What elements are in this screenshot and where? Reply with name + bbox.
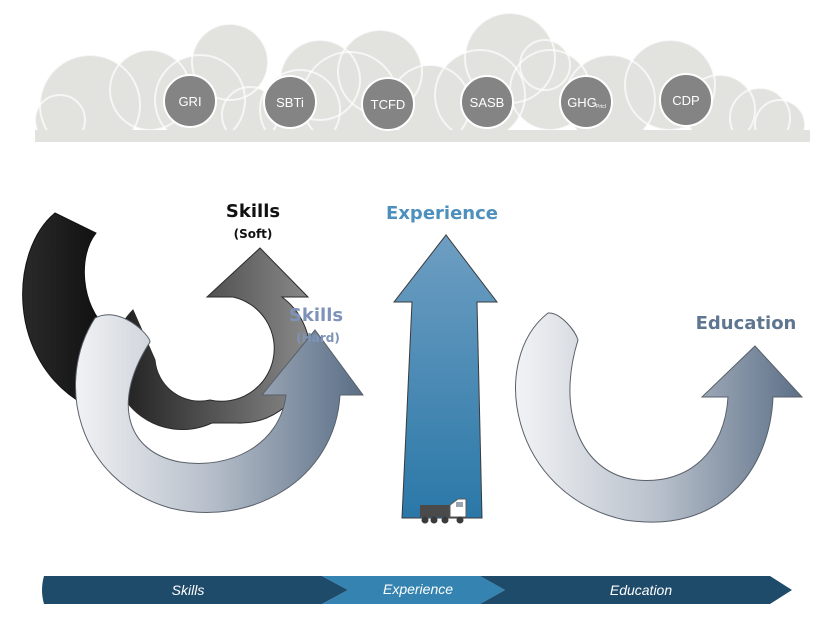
skills-soft-arrow xyxy=(111,247,311,430)
truck-icon xyxy=(420,498,467,524)
skills-hard-arrow xyxy=(75,314,364,513)
timeline-bar xyxy=(42,576,792,604)
cloud-outline xyxy=(191,23,269,101)
cloud-mask xyxy=(0,142,831,202)
timeline-segment-experience xyxy=(322,576,505,604)
education-title: Education xyxy=(695,313,797,334)
framework-badge-cdp: CDP xyxy=(659,73,713,127)
badge-circle xyxy=(659,73,713,127)
framework-badge-sbti: SBTi xyxy=(263,75,317,129)
badge-label: CDP xyxy=(672,93,699,108)
skills-hard-title: Skills xyxy=(288,305,344,326)
timeline-label-education: Education xyxy=(609,582,673,598)
badge-circle xyxy=(460,75,514,129)
framework-badge-gri: GRI xyxy=(163,74,217,128)
cloud-puff xyxy=(520,40,570,90)
framework-badge-tcfd: TCFD xyxy=(361,77,415,131)
timeline-segment-skills xyxy=(42,576,348,604)
cloud-base xyxy=(35,130,810,142)
skills-soft-subtitle: (Soft) xyxy=(233,227,273,241)
badge-label: SASB xyxy=(470,95,505,110)
badge-circle xyxy=(361,77,415,131)
badge-circle xyxy=(559,75,613,129)
framework-badge-sasb: SASB xyxy=(460,75,514,129)
cloud-outline xyxy=(519,39,571,91)
timeline-label-skills: Skills xyxy=(171,582,205,598)
badge-label: TCFD xyxy=(371,97,406,112)
skills-hard-subtitle: (Hard) xyxy=(296,331,340,345)
timeline-segment-education xyxy=(480,576,792,604)
badge-circle xyxy=(163,74,217,128)
timeline-label-experience: Experience xyxy=(382,581,454,597)
experience-title: Experience xyxy=(386,203,498,224)
badge-label: SBTi xyxy=(276,95,304,110)
skills-soft-title: Skills xyxy=(225,201,281,222)
badge-circle xyxy=(263,75,317,129)
badge-label: GHG xyxy=(567,95,597,110)
experience-arrow xyxy=(392,234,499,519)
badge-label: GRI xyxy=(178,94,201,109)
badge-sublabel: Prtcl xyxy=(596,104,606,110)
education-arrow xyxy=(515,312,804,523)
